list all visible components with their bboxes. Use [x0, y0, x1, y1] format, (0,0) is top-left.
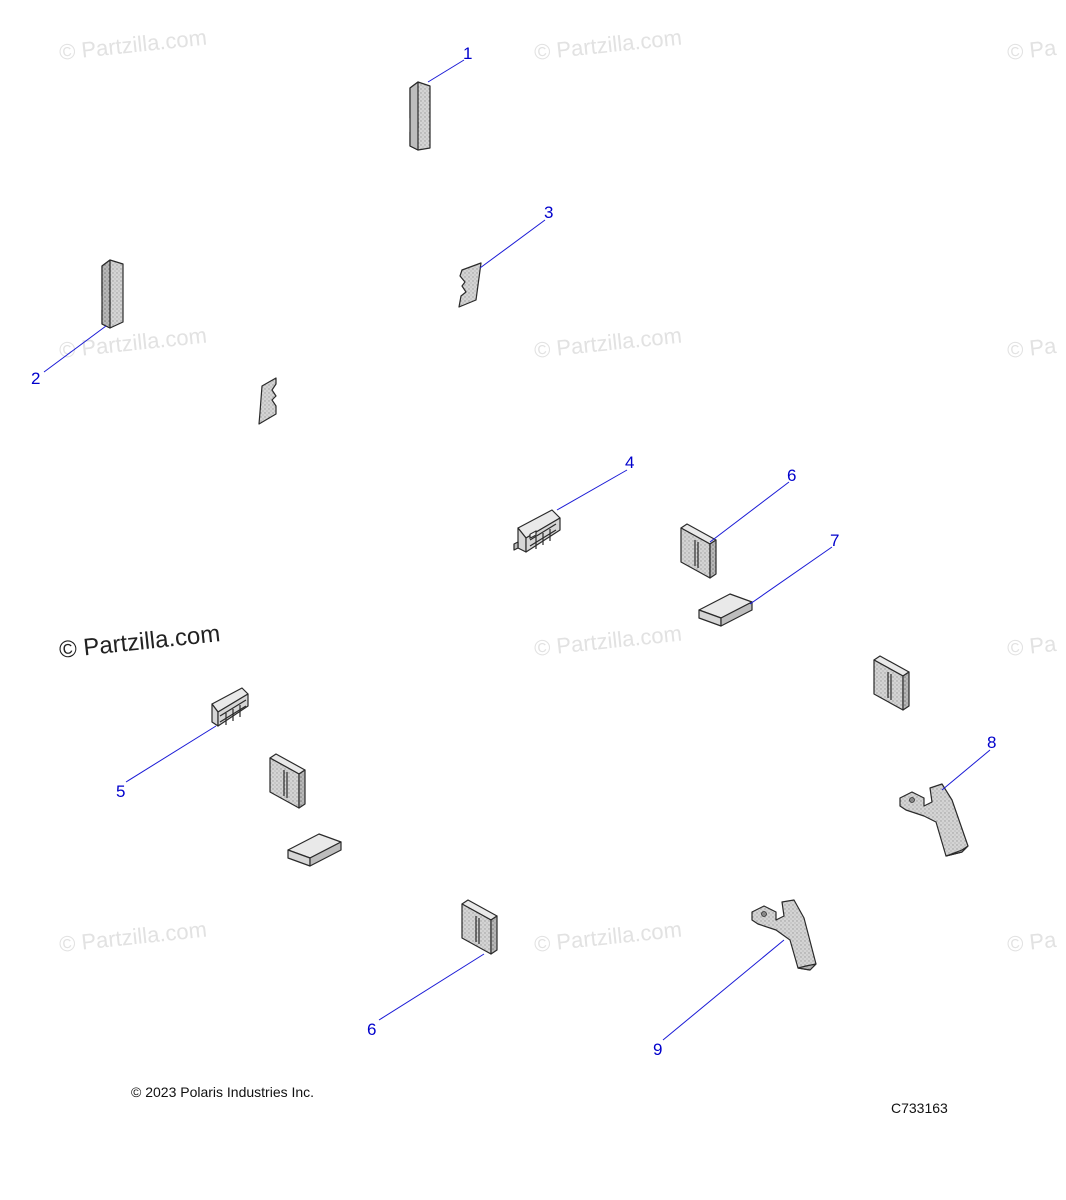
callout-8[interactable]: 8 — [987, 733, 996, 752]
callout-9[interactable]: 9 — [653, 1040, 662, 1059]
part-3-wavy-pad-mirror[interactable] — [258, 377, 277, 425]
part-1-notched-bar[interactable] — [409, 81, 431, 151]
square-pad-left[interactable] — [269, 753, 306, 809]
callout-4[interactable]: 4 — [625, 453, 634, 472]
part-4-grille-clip[interactable] — [513, 509, 561, 553]
watermark-text: © Partzilla.com — [533, 25, 683, 65]
callout-1[interactable]: 1 — [463, 44, 472, 63]
watermark-text: © Pa — [1006, 927, 1058, 957]
callout-7[interactable]: 7 — [830, 531, 839, 550]
part-8-forked-bracket[interactable] — [899, 783, 969, 857]
watermark-text: © Pa — [1006, 35, 1058, 65]
part-6-square-pad[interactable] — [680, 523, 717, 579]
watermark-text: © Partzilla.com — [58, 323, 208, 363]
watermark-text: © Partzilla.com — [58, 620, 222, 664]
watermarks: © Partzilla.com © Partzilla.com © Pa © P… — [58, 25, 1058, 957]
watermark-text: © Partzilla.com — [533, 917, 683, 957]
callout-6[interactable]: 6 — [787, 466, 796, 485]
flat-tile-left[interactable] — [287, 833, 342, 867]
watermark-text: © Partzilla.com — [533, 323, 683, 363]
part-3-wavy-pad[interactable] — [458, 262, 482, 308]
callouts: 1 2 3 4 5 6 7 6 8 9 — [31, 44, 996, 1059]
callout-2[interactable]: 2 — [31, 369, 40, 388]
callout-3[interactable]: 3 — [544, 203, 553, 222]
part-5-grille-clip[interactable] — [211, 687, 249, 727]
part-9-forked-bracket[interactable] — [751, 899, 817, 971]
watermark-text: © Partzilla.com — [58, 917, 208, 957]
part-2-notched-bar[interactable] — [101, 259, 124, 329]
watermark-text: © Pa — [1006, 333, 1058, 363]
callout-5[interactable]: 5 — [116, 782, 125, 801]
callout-6-bottom[interactable]: 6 — [367, 1020, 376, 1039]
part-6-square-pad-bottom[interactable] — [461, 899, 498, 955]
watermark-text: © Pa — [1006, 631, 1058, 661]
watermark-text: © Partzilla.com — [58, 25, 208, 65]
diagram-code: C733163 — [891, 1100, 948, 1116]
square-pad-right[interactable] — [873, 655, 910, 711]
watermark-text: © Partzilla.com — [533, 621, 683, 661]
part-7-flat-tile[interactable] — [698, 593, 753, 627]
leader-lines — [43, 59, 991, 1041]
copyright-text: © 2023 Polaris Industries Inc. — [131, 1084, 314, 1100]
